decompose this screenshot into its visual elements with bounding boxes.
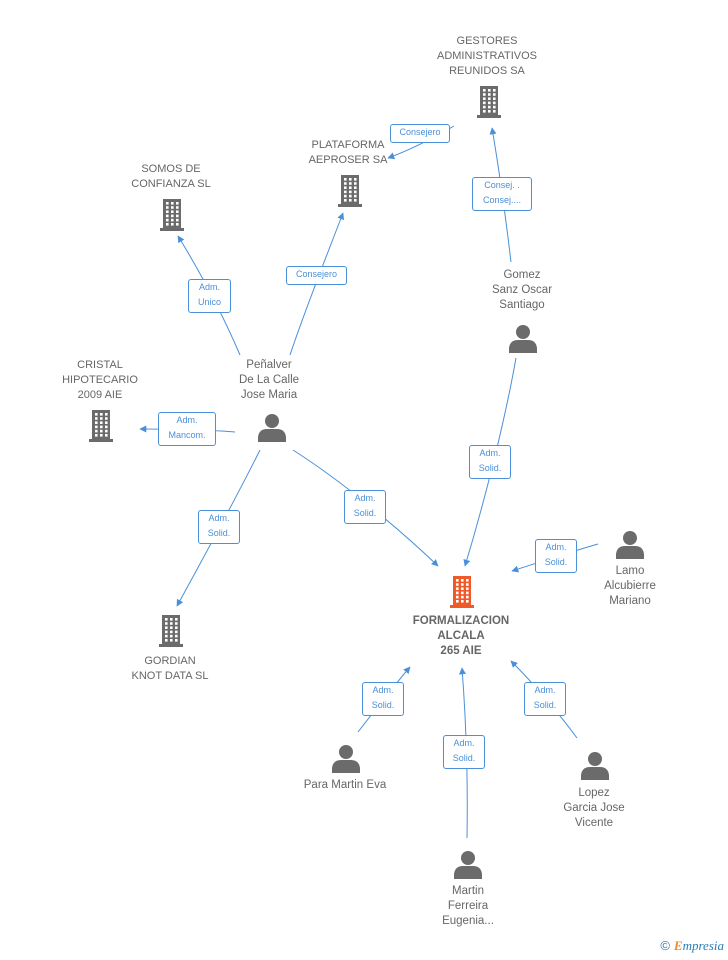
node-label-para[interactable]: Para Martin Eva xyxy=(303,779,387,791)
edge-label-gomez-formalizacion[interactable]: Adm. Solid. xyxy=(469,445,511,479)
node-label-plataforma[interactable]: PLATAFORMA AEPROSER SA xyxy=(308,139,388,166)
node-label-formalizacion[interactable]: FORMALIZACION ALCALA 265 AIE xyxy=(412,615,510,657)
edge-label-gestores-plataforma[interactable]: Consejero xyxy=(390,124,450,143)
person-icon-para[interactable] xyxy=(332,745,360,773)
node-label-cristal[interactable]: CRISTAL HIPOTECARIO 2009 AIE xyxy=(62,359,138,401)
person-icon-lopez[interactable] xyxy=(581,752,609,780)
node-label-gomez[interactable]: Gomez Sanz Oscar Santiago xyxy=(491,269,553,311)
person-icon-gomez[interactable] xyxy=(509,325,537,353)
edges-layer xyxy=(139,125,599,839)
person-icon-penalver[interactable] xyxy=(258,414,286,442)
node-label-lamo[interactable]: Lamo Alcubierre Mariano xyxy=(604,565,656,607)
node-label-somos[interactable]: SOMOS DE CONFIANZA SL xyxy=(131,163,211,190)
edge-label-martin-formalizacion[interactable]: Adm. Solid. xyxy=(443,735,485,769)
edge-label-penalver-cristal[interactable]: Adm. Mancom. xyxy=(158,412,216,446)
building-icon-plataforma[interactable] xyxy=(338,175,362,207)
building-icon-formalizacion[interactable] xyxy=(450,576,474,608)
node-label-gestores[interactable]: GESTORES ADMINISTRATIVOS REUNIDOS SA xyxy=(436,35,538,77)
edge-label-penalver-somos[interactable]: Adm. Unico xyxy=(188,279,231,313)
building-icon-somos[interactable] xyxy=(160,199,184,231)
building-icon-gordian[interactable] xyxy=(159,615,183,647)
edge-label-penalver-gordian[interactable]: Adm. Solid. xyxy=(198,510,240,544)
copyright-symbol: © xyxy=(660,938,670,953)
edge-label-penalver-plataforma[interactable]: Consejero xyxy=(286,266,347,285)
node-label-penalver[interactable]: Peñalver De La Calle Jose Maria xyxy=(238,359,300,401)
edge-label-lamo-formalizacion[interactable]: Adm. Solid. xyxy=(535,539,577,573)
brand-name: mpresia xyxy=(682,938,724,953)
building-icon-gestores[interactable] xyxy=(477,86,501,118)
edge-label-lopez-formalizacion[interactable]: Adm. Solid. xyxy=(524,682,566,716)
node-label-lopez[interactable]: Lopez Garcia Jose Vicente xyxy=(563,787,625,829)
building-icon-cristal[interactable] xyxy=(89,410,113,442)
edge-label-para-formalizacion[interactable]: Adm. Solid. xyxy=(362,682,404,716)
brand-initial: E xyxy=(673,938,683,953)
icons-layer xyxy=(89,86,644,879)
person-icon-lamo[interactable] xyxy=(616,531,644,559)
node-label-martin[interactable]: Martin Ferreira Eugenia... xyxy=(442,885,494,927)
edge-label-gomez-gestores[interactable]: Consej. . Consej.... xyxy=(472,177,532,211)
node-label-gordian[interactable]: GORDIAN KNOT DATA SL xyxy=(131,655,209,682)
edge-label-penalver-formalizacion[interactable]: Adm. Solid. xyxy=(344,490,386,524)
person-icon-martin[interactable] xyxy=(454,851,482,879)
empresia-watermark: ©Empresia xyxy=(660,938,724,954)
